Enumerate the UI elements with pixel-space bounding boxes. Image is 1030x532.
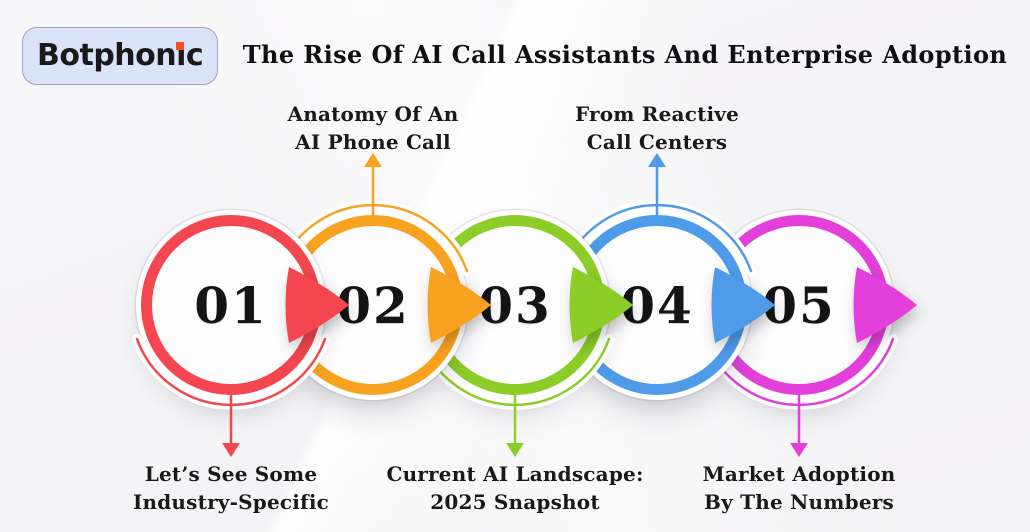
logo-letter-i-glyph: i xyxy=(176,38,186,73)
logo-i-dot xyxy=(176,42,185,50)
step-01-label-arrow-icon xyxy=(222,395,240,457)
step-02-label: Anatomy Of An AI Phone Call xyxy=(287,102,459,154)
step-05-chevron-right-icon xyxy=(853,267,917,343)
step-04-chevron-right-icon xyxy=(711,267,775,343)
step-04-label-arrow-icon xyxy=(648,153,666,215)
step-02-circle: 02 Anatomy Of An AI Phone Call xyxy=(274,102,491,395)
logo-text-after: c xyxy=(185,38,204,73)
step-02-label-arrow-icon xyxy=(364,153,382,215)
logo-letter-i: i xyxy=(176,34,186,78)
step-01-circle: 01 Let’s See Some Industry-Specific xyxy=(132,215,349,514)
step-01-label: Let’s See Some Industry-Specific xyxy=(132,462,330,514)
step-01-chevron-right-icon xyxy=(285,267,349,343)
step-01-number: 01 xyxy=(194,275,268,335)
step-04-label: From Reactive Call Centers xyxy=(574,102,740,154)
step-02-chevron-right-icon xyxy=(427,267,491,343)
step-05-label: Market Adoption By The Numbers xyxy=(702,462,896,514)
logo-text-before: Botphon xyxy=(37,38,177,73)
step-03-label: Current AI Landscape: 2025 Snapshot xyxy=(386,462,644,514)
step-03-label-arrow-icon xyxy=(506,395,524,457)
page-title: The Rise Of AI Call Assistants And Enter… xyxy=(242,40,1008,69)
step-05-label-arrow-icon xyxy=(790,395,808,457)
step-03-chevron-right-icon xyxy=(569,267,633,343)
